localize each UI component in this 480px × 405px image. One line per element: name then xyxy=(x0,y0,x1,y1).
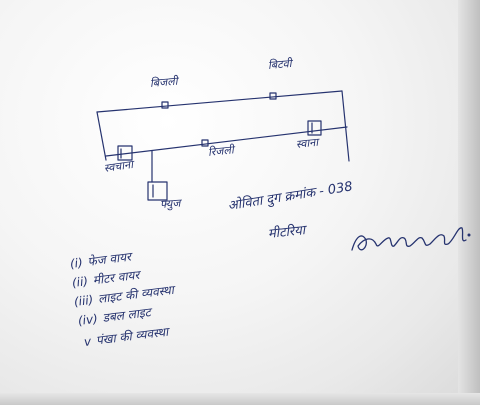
wire-top xyxy=(96,90,343,113)
wire-middle xyxy=(105,126,348,157)
list-marker: (ii) xyxy=(71,274,89,290)
wire-right xyxy=(341,90,350,162)
signature-dot xyxy=(467,233,471,237)
list-marker: (iii) xyxy=(73,292,95,309)
label-middle-right: स्वाना xyxy=(295,135,319,151)
middle-left-box xyxy=(117,145,133,161)
handwritten-signature-icon xyxy=(351,227,467,251)
fuse-box xyxy=(147,181,168,201)
middle-center-square xyxy=(201,139,209,147)
label-top-right: बिटवी xyxy=(267,56,293,72)
top-right-square xyxy=(269,92,277,100)
label-middle-center: रिजली xyxy=(207,143,235,159)
list-marker: (iv) xyxy=(77,311,99,328)
label-fuse: फ्युज xyxy=(159,196,181,211)
paper-edge-right xyxy=(458,0,480,405)
note-line-2: मीटरिया xyxy=(267,223,306,242)
list-marker: (i) xyxy=(69,255,84,271)
paper-edge-bottom xyxy=(0,393,480,405)
middle-right-box xyxy=(307,120,322,136)
label-top-left: बिजली xyxy=(149,74,179,90)
top-left-square xyxy=(161,101,169,109)
wire-left xyxy=(96,111,107,161)
list-marker: v xyxy=(83,334,92,349)
